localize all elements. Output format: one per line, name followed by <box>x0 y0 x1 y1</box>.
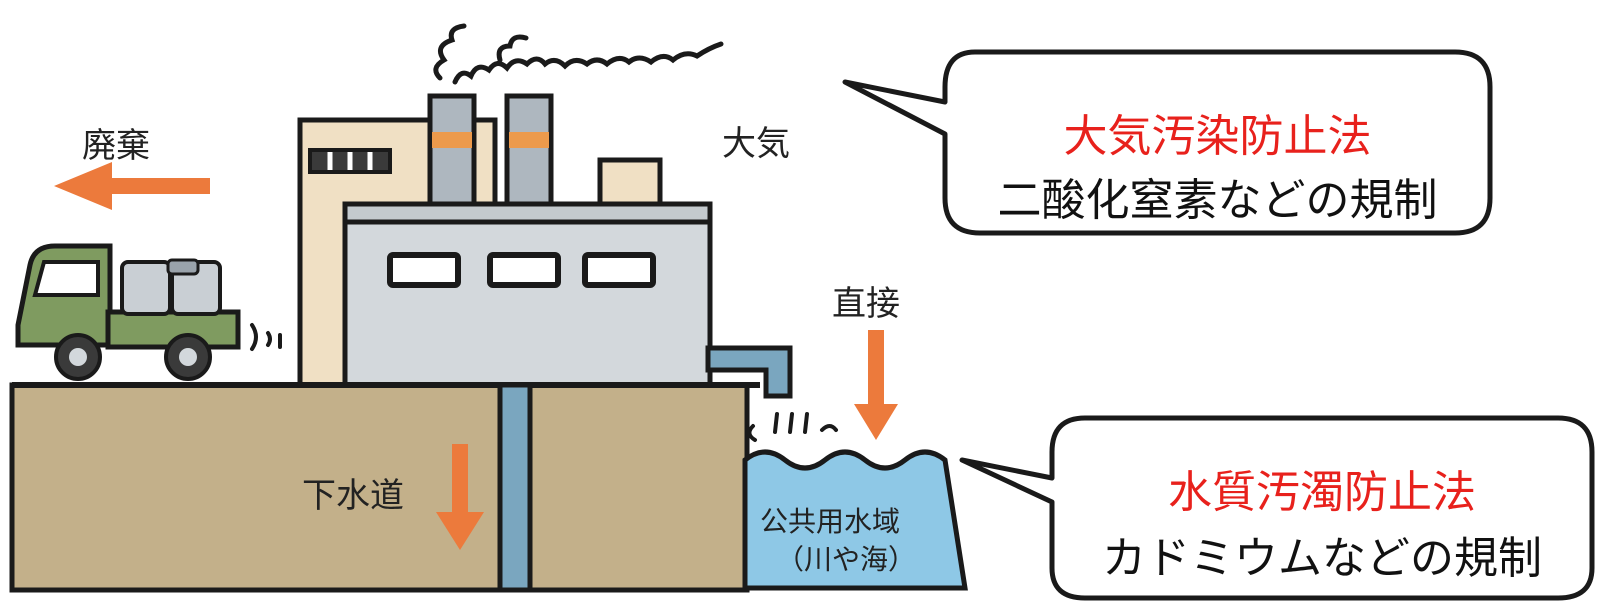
sewer-label: 下水道 <box>302 476 404 516</box>
factory-window <box>487 252 561 288</box>
sewer-arrow-icon <box>436 444 484 550</box>
air-law-description: 二酸化窒素などの規制 <box>997 175 1438 226</box>
disposal-label: 廃棄 <box>82 126 150 166</box>
smoke-icon <box>433 23 724 85</box>
direct-label: 直接 <box>832 284 900 324</box>
factory-window <box>582 252 656 288</box>
air-law-callout <box>842 49 1493 236</box>
air-law-title: 大気汚染防止法 <box>1063 111 1372 162</box>
public-water-label: 公共用水域 <box>760 505 901 538</box>
factory-main-building <box>342 201 713 391</box>
water-law-callout <box>959 415 1595 601</box>
water-law-title: 水質汚濁防止法 <box>1168 467 1476 518</box>
truck <box>15 243 282 381</box>
direct-arrow-icon <box>854 330 898 440</box>
disposal-arrow-icon <box>54 162 210 210</box>
water-law-description: カドミウムなどの規制 <box>1102 533 1542 584</box>
chimney-left <box>427 93 477 219</box>
sewer-pipe <box>497 382 533 593</box>
public-water-body <box>742 449 968 591</box>
chimney-right <box>504 93 554 219</box>
drain-pipe <box>705 345 793 399</box>
ground <box>9 382 750 593</box>
factory-window <box>387 252 461 288</box>
atmosphere-label: 大気 <box>722 124 790 164</box>
rooftop-box <box>597 157 663 209</box>
splash-icon <box>747 412 838 442</box>
public-water-sublabel: （川や海） <box>776 543 917 576</box>
